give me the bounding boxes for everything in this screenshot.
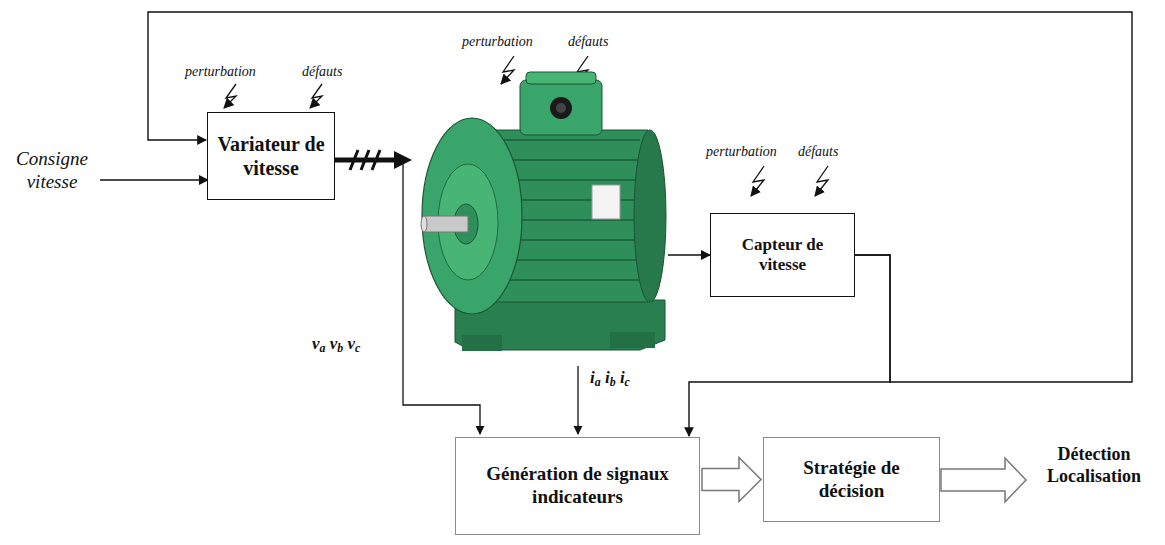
lightning-bolt xyxy=(224,84,236,108)
box-text: Génération de signaux indicateurs xyxy=(462,463,693,509)
fault-label: défauts xyxy=(302,64,342,81)
current-wire xyxy=(577,366,578,434)
disturbance-label: perturbation xyxy=(462,34,533,51)
disturbance-label: perturbation xyxy=(706,144,777,161)
fault-label: défauts xyxy=(798,144,838,161)
signal-name: va vb vc xyxy=(312,334,360,355)
hollow-arrow xyxy=(702,458,761,502)
motor-shaft xyxy=(424,216,468,232)
phase-slash xyxy=(372,150,380,170)
terminal-box xyxy=(520,80,602,135)
phase-slash xyxy=(350,150,358,170)
lightning-bolt xyxy=(751,166,764,196)
output-arrow xyxy=(941,458,1026,502)
motor-foot xyxy=(462,335,502,351)
box-text: Variateur de vitesse xyxy=(214,132,328,180)
motor-foot xyxy=(610,332,655,348)
three-phase-arrow xyxy=(334,150,412,170)
lightning-bolt xyxy=(310,84,322,108)
shaft-to-sensor-arrow xyxy=(668,254,710,256)
box-text: Stratégie de décision xyxy=(770,457,933,503)
lightning-bolt xyxy=(501,56,514,84)
motor-illustration xyxy=(421,72,666,351)
fan-cover xyxy=(634,130,666,302)
disturbance-label: perturbation xyxy=(185,64,256,81)
end-shield xyxy=(422,118,522,314)
cable-gland xyxy=(550,97,572,119)
process-box: Génération de signaux indicateurs xyxy=(455,437,700,535)
setpoint-arrow xyxy=(100,179,208,181)
box-text: Capteur de vitesse xyxy=(717,235,848,276)
fault-label: défauts xyxy=(568,34,608,51)
feedback-connector xyxy=(148,12,1132,382)
lightning-bolt xyxy=(815,166,828,196)
signal-name: ia ib ic xyxy=(590,368,630,389)
sensor-box: Capteur de vitesse xyxy=(710,213,855,297)
output-label: Détection Localisation xyxy=(1030,444,1158,487)
nameplate xyxy=(592,185,620,219)
phase-slash xyxy=(361,150,369,170)
setpoint-label: Consigne vitesse xyxy=(6,148,98,194)
drive-box: Variateur de vitesse xyxy=(207,112,335,200)
process-box: Stratégie de décision xyxy=(763,437,940,522)
